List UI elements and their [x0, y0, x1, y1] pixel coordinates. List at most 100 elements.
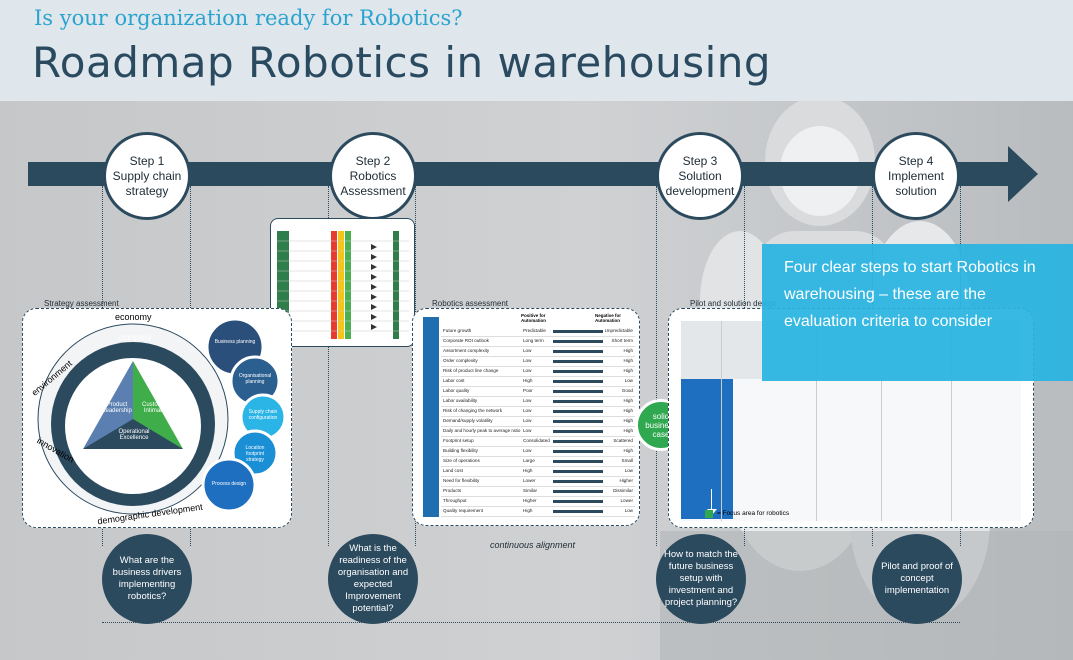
- robotics-criterion: Corporate ROI outlook: [443, 338, 489, 343]
- robotics-positive: Poor: [523, 388, 533, 393]
- bubble-business-planning: Business planning: [213, 339, 257, 345]
- positive-header: Positive for Automation: [521, 313, 561, 323]
- robotics-scale: [553, 490, 603, 493]
- continuous-alignment-label: continuous alignment: [490, 540, 575, 550]
- solution-directions-cell: [681, 419, 733, 519]
- robotics-negative: Unpredictable: [605, 328, 633, 333]
- robotics-criterion: Labor cost: [443, 378, 464, 383]
- robotics-positive: Low: [523, 408, 531, 413]
- robotics-scale: [553, 460, 603, 463]
- robotics-criterion: Need for flexibility: [443, 478, 479, 483]
- robotics-positive: Similar: [523, 488, 537, 493]
- step-1-label: Step 1 Supply chain strategy: [113, 154, 182, 199]
- robotics-positive: Long term: [523, 338, 544, 343]
- company-label: company: [119, 333, 151, 342]
- step-4-label: Step 4 Implement solution: [888, 154, 944, 199]
- robotics-criterion: Daily and hourly peak to average ratio: [443, 428, 520, 433]
- robotics-criterion: Demand/supply volatility: [443, 418, 493, 423]
- product-leadership-label: Product Leadership: [97, 402, 137, 414]
- guide-line: [102, 622, 960, 623]
- robotics-criterion: Assortment complexity: [443, 348, 489, 353]
- economy-label: economy: [115, 312, 152, 322]
- robotics-scale: [553, 450, 603, 453]
- robotics-negative: Low: [625, 508, 633, 513]
- robotics-positive: High: [523, 378, 532, 383]
- robotics-positive: Low: [523, 398, 531, 403]
- robotics-positive: Lower: [523, 478, 536, 483]
- robotics-negative: High: [624, 448, 633, 453]
- arrow-line: [711, 489, 712, 511]
- robotics-scale: [553, 440, 603, 443]
- robotics-assessment-panel: Positive for Automation Negative for Aut…: [412, 308, 640, 526]
- callout-text: Four clear steps to start Robotics in wa…: [784, 259, 1036, 330]
- robotics-row: Products Similar Dissimilar: [441, 487, 635, 497]
- category-bar: [423, 317, 439, 517]
- robotics-criterion: Labor quality: [443, 388, 469, 393]
- robotics-criterion: Risk of product line change: [443, 368, 498, 373]
- robotics-positive: Large: [523, 458, 535, 463]
- robotics-negative: High: [624, 398, 633, 403]
- question-1-text: What are the business drivers implementi…: [108, 555, 186, 603]
- customer-intimacy-label: Customer Intimacy: [135, 402, 175, 414]
- step-3-circle: Step 3 Solution development: [656, 132, 744, 220]
- robotics-scale: [553, 410, 603, 413]
- robotics-row: Building flexibility Low High: [441, 447, 635, 457]
- performance-table-graphic: [271, 219, 414, 346]
- robotics-positive: Low: [523, 368, 531, 373]
- robotics-positive: Low: [523, 448, 531, 453]
- robotics-criterion: Land cost: [443, 468, 463, 473]
- robotics-positive: High: [523, 508, 532, 513]
- robotics-scale: [553, 400, 603, 403]
- robotics-row: Corporate ROI outlook Long term Short term: [441, 337, 635, 347]
- robotics-negative: High: [624, 428, 633, 433]
- robotics-positive: Low: [523, 348, 531, 353]
- robotics-criterion: Products: [443, 488, 461, 493]
- question-2: What is the readiness of the organisatio…: [328, 534, 418, 624]
- robotics-negative: High: [624, 408, 633, 413]
- robotics-positive: Low: [523, 418, 531, 423]
- focus-area-legend-label: = Focus area for robotics: [717, 510, 789, 517]
- robotics-criterion: Quality requirement: [443, 508, 483, 513]
- robotics-row: Quality requirement High Low: [441, 507, 635, 517]
- step-2-circle: Step 2 Robotics Assessment: [329, 132, 417, 220]
- page-subtitle: Is your organization ready for Robotics?: [34, 6, 463, 30]
- bubble-process-design: Process design: [209, 481, 249, 487]
- robotics-negative: High: [624, 418, 633, 423]
- robotics-positive: Predictable: [523, 328, 546, 333]
- step-2-label: Step 2 Robotics Assessment: [340, 154, 405, 199]
- bubble-location-footprint: Location footprint strategy: [237, 445, 273, 463]
- robotics-scale: [553, 430, 603, 433]
- robotics-row: Land cost High Low: [441, 467, 635, 477]
- robotics-row: Need for flexibility Lower Higher: [441, 477, 635, 487]
- bubble-organisational-planning: Organisational planning: [235, 373, 275, 385]
- robotics-scale: [553, 510, 603, 513]
- robotics-criterion: Footprint setup: [443, 438, 474, 443]
- robotics-negative: High: [624, 348, 633, 353]
- robotics-row: Risk of product line changeLowHigh: [441, 367, 635, 377]
- roadmap-arrow-head: [1008, 146, 1038, 202]
- robotics-negative: Short term: [612, 338, 633, 343]
- step-3-label: Step 3 Solution development: [666, 154, 735, 199]
- robotics-scale: [553, 350, 603, 353]
- robotics-scale: [553, 500, 603, 503]
- negative-header: Negative for Automation: [595, 313, 635, 323]
- robotics-negative: Dissimilar: [613, 488, 633, 493]
- robotics-scale: [553, 470, 603, 473]
- robotics-row: Size of operationsLargeSmall: [441, 457, 635, 467]
- question-4: Pilot and proof of concept implementatio…: [872, 534, 962, 624]
- robotics-scale: [553, 390, 603, 393]
- process-characteristics-cell: [681, 379, 733, 419]
- robotics-negative: Low: [625, 468, 633, 473]
- robotics-negative: Higher: [619, 478, 633, 483]
- robotics-positive: High: [523, 468, 532, 473]
- robotics-negative: Scattered: [613, 438, 633, 443]
- col-divider: [721, 321, 722, 521]
- question-2-text: What is the readiness of the organisatio…: [334, 543, 412, 615]
- question-3-text: How to match the future business setup w…: [662, 549, 740, 609]
- step-4-circle: Step 4 Implement solution: [872, 132, 960, 220]
- robotics-criterion: Building flexibility: [443, 448, 478, 453]
